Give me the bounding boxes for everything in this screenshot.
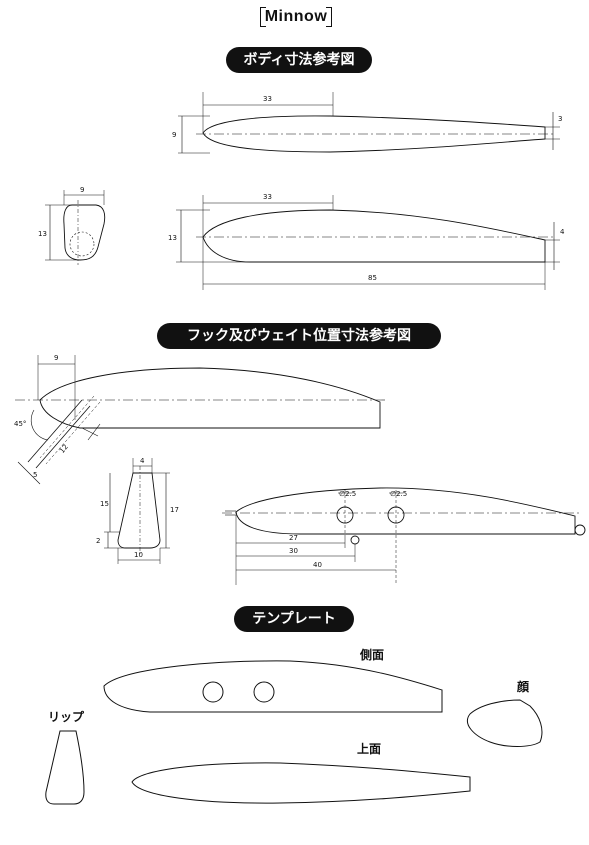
body-top-view: 33 9 3 <box>172 92 562 154</box>
label-side-view: 側面 <box>360 648 385 662</box>
hook-body-outline <box>235 487 576 535</box>
body-front-view: 9 13 <box>38 186 106 265</box>
dim-45: 45° <box>14 420 26 428</box>
section-header-body-dimensions: ボディ寸法参考図 <box>226 47 372 73</box>
dim-5-lip: 5 <box>33 471 37 479</box>
template-top-outline <box>131 762 471 804</box>
body-side-outline <box>202 209 546 263</box>
dim-2: 2 <box>96 537 100 545</box>
body-side-view: 33 13 4 85 <box>168 193 565 290</box>
dim-4-lip: 4 <box>140 457 145 465</box>
label-lip: リップ <box>48 710 85 724</box>
template-lip <box>45 730 85 805</box>
dim-9-lip: 9 <box>54 354 58 362</box>
dim-30: 30 <box>289 547 298 555</box>
front-view-outline <box>63 204 106 261</box>
dim-4-side: 4 <box>560 228 565 236</box>
hook-hanger-belly <box>350 535 360 545</box>
dim-3: 3 <box>558 115 562 123</box>
dim-9-top: 9 <box>172 131 176 139</box>
angle-arc-45 <box>30 409 49 441</box>
label-top-view: 上面 <box>357 742 382 756</box>
title-bracket-right <box>326 7 332 27</box>
dim-33-top: 33 <box>263 95 272 103</box>
template-top-view <box>131 762 471 804</box>
section-header-hook-weight-positions: フック及びウェイト位置寸法参考図 <box>157 323 441 349</box>
label-face: 顔 <box>517 680 530 694</box>
dim-10: 10 <box>134 551 143 559</box>
template-side-eye-hole-1 <box>202 681 224 703</box>
template-face <box>467 699 543 747</box>
dim-12: 12 <box>58 443 70 455</box>
title-bracket-left <box>260 7 266 27</box>
hook-weight-positions-view: ∅2.5 ∅2.5 27 30 40 <box>222 487 586 585</box>
title-text: Minnow <box>264 8 328 25</box>
dim-17: 17 <box>170 506 179 514</box>
lip-dim-outline <box>117 472 161 549</box>
page-title: Minnow <box>256 6 336 28</box>
template-side-eye-hole-2 <box>253 681 275 703</box>
dim-15: 15 <box>100 500 109 508</box>
dim-40: 40 <box>313 561 322 569</box>
lip-dimension-view: 4 15 17 2 10 <box>96 457 179 564</box>
section-header-templates: テンプレート <box>234 606 354 632</box>
lip-slot-edge-1 <box>27 399 83 463</box>
dim-13-front: 13 <box>38 230 47 238</box>
front-view-eye-circle <box>69 231 95 257</box>
template-face-outline <box>467 699 543 747</box>
lip-install-view: 9 45° 12 5 <box>14 354 388 485</box>
lip-slot-edge-2 <box>35 405 91 469</box>
dim-9-front: 9 <box>80 186 84 194</box>
dim-diameter-2-5-a: ∅2.5 <box>339 490 356 498</box>
template-side-view <box>103 660 443 713</box>
body-top-outline <box>202 115 546 153</box>
template-lip-outline <box>45 730 85 805</box>
hook-hanger-tail <box>574 524 586 536</box>
dim-27: 27 <box>289 534 298 542</box>
dim-85: 85 <box>368 274 377 282</box>
dim-33-side: 33 <box>263 193 272 201</box>
template-side-outline <box>103 660 443 713</box>
dim-13-side: 13 <box>168 234 177 242</box>
lip-body-outline <box>39 367 381 429</box>
dim-diameter-2-5-b: ∅2.5 <box>390 490 407 498</box>
